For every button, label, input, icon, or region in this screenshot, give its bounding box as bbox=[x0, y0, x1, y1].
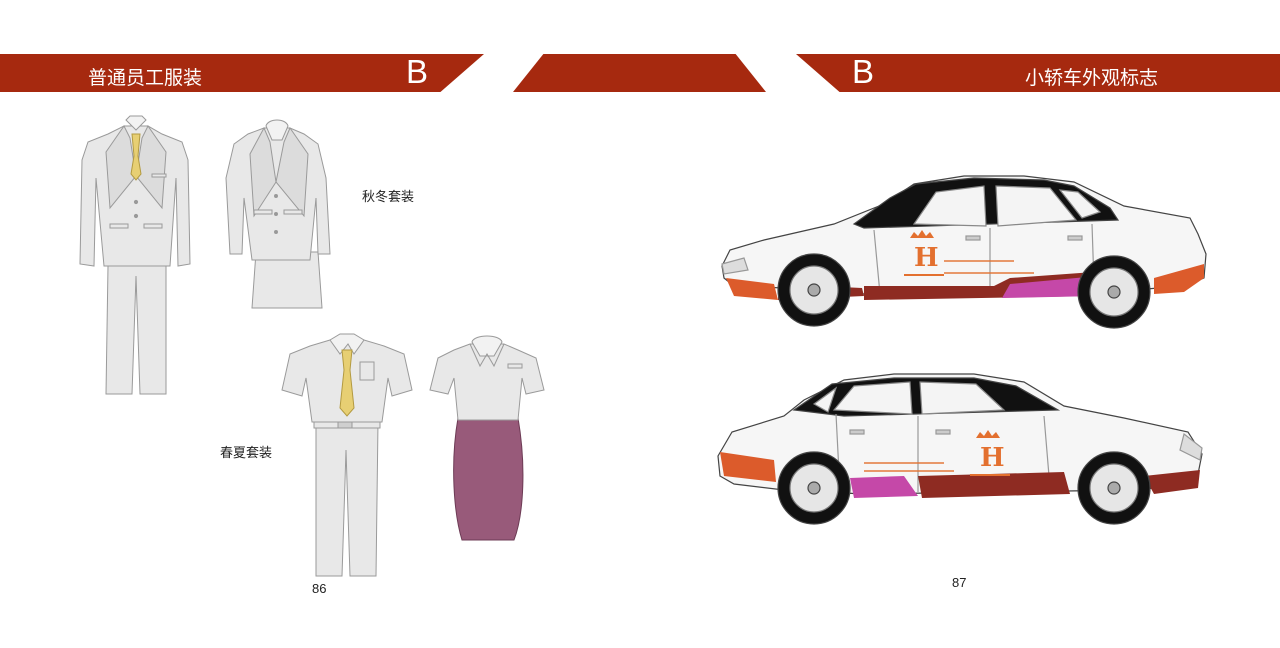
caption-spring-summer: 春夏套装 bbox=[220, 446, 273, 461]
left-header-banner: 普通员工服装 B bbox=[0, 54, 484, 92]
right-page-number: 87 bbox=[952, 575, 967, 590]
right-header-title: 小轿车外观标志 bbox=[1025, 67, 1159, 89]
hotel-crown-logo-icon: H bbox=[904, 230, 1034, 276]
mens-winter-suit-illustration bbox=[79, 115, 191, 395]
center-header-banner bbox=[513, 54, 766, 92]
svg-text:H: H bbox=[914, 243, 939, 273]
right-section-letter: B bbox=[852, 53, 875, 90]
sedan-left-side-illustration: H bbox=[717, 373, 1203, 525]
left-page-number: 86 bbox=[312, 581, 327, 596]
caption-autumn-winter: 秋冬套装 bbox=[362, 190, 415, 205]
womens-summer-uniform-illustration bbox=[429, 335, 545, 541]
svg-text:H: H bbox=[980, 443, 1005, 473]
mens-summer-uniform-illustration bbox=[281, 333, 413, 577]
sedan-right-side-illustration: H bbox=[721, 175, 1207, 329]
hotel-crown-logo-icon-2: H bbox=[864, 430, 1010, 476]
right-header-banner: B 小轿车外观标志 bbox=[796, 54, 1280, 92]
left-header-title: 普通员工服装 bbox=[88, 67, 203, 89]
womens-winter-suit-illustration bbox=[225, 119, 331, 309]
left-section-letter: B bbox=[406, 53, 429, 90]
